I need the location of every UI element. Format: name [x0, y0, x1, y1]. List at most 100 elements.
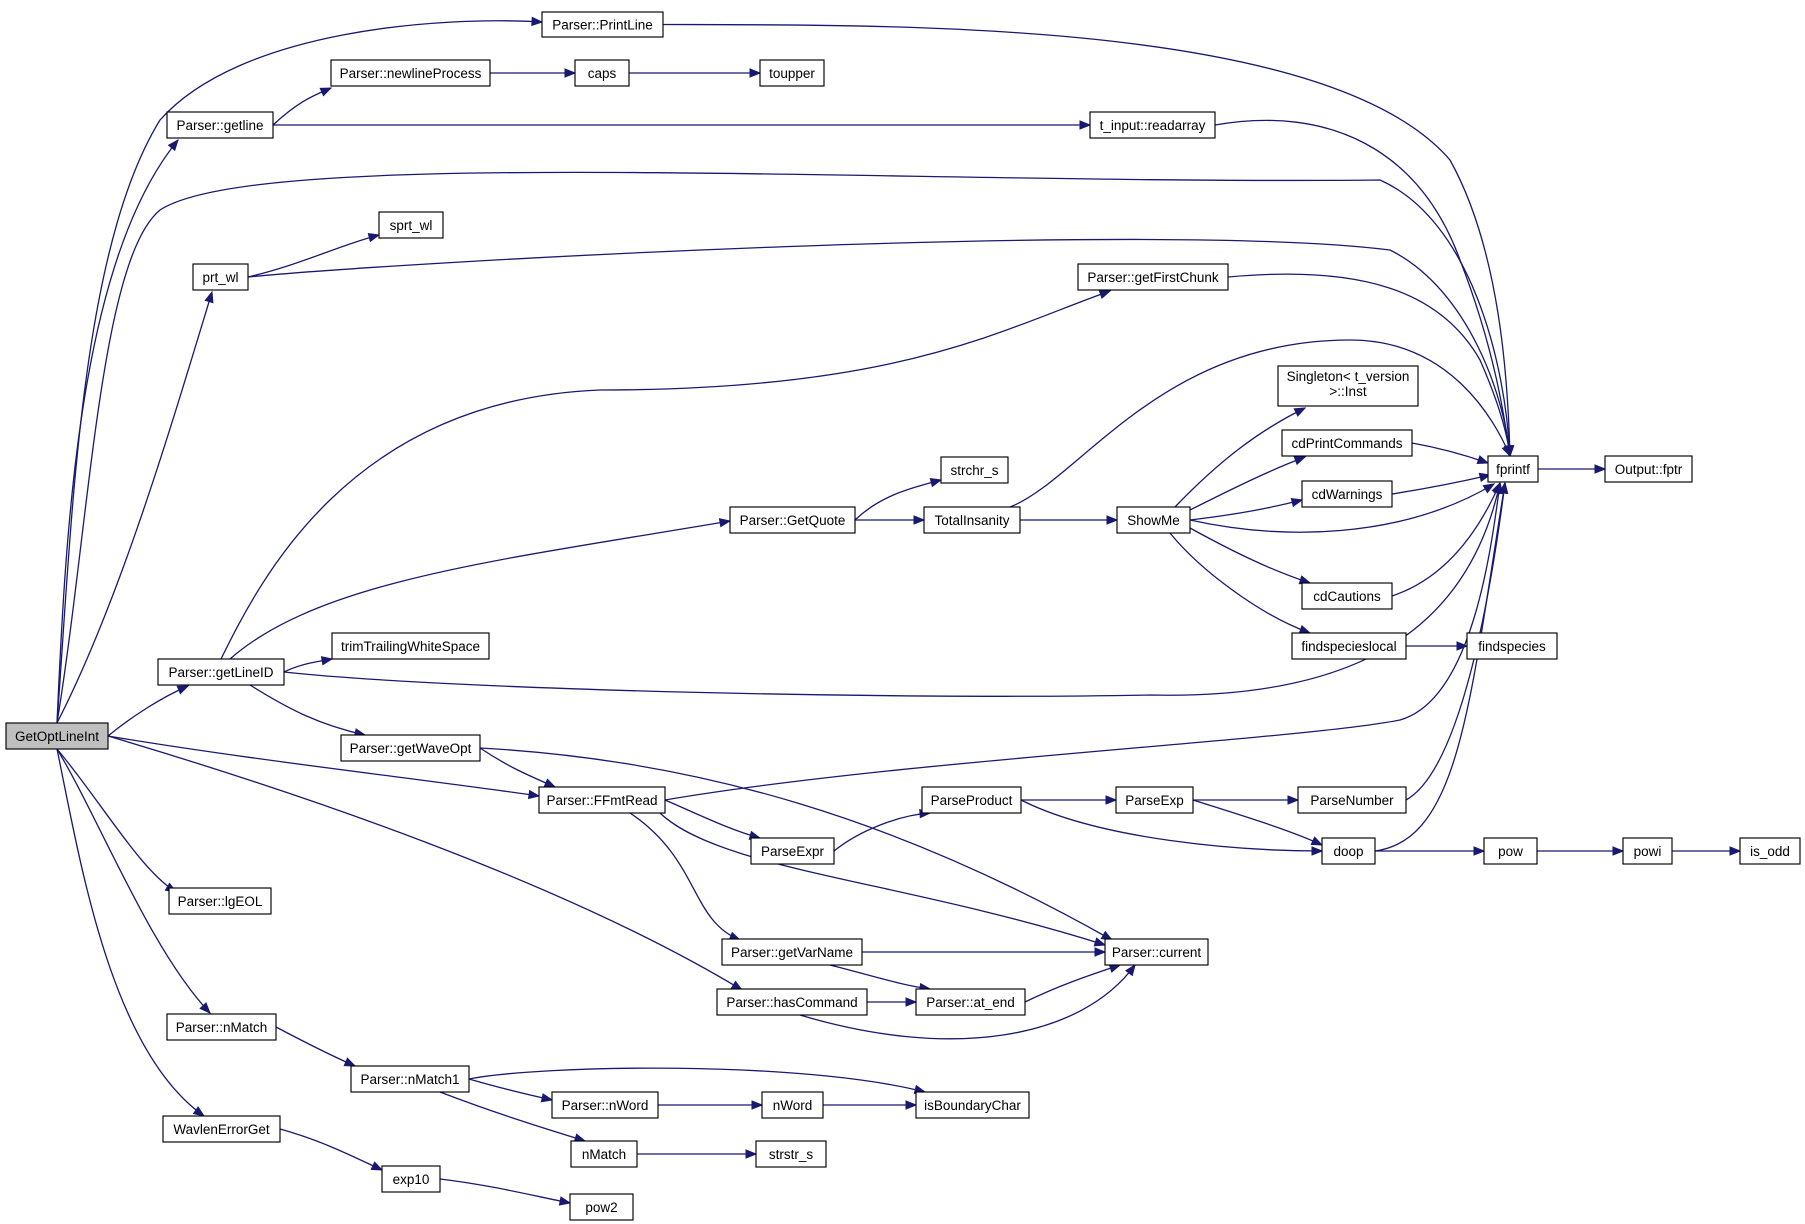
node-label: Parser::GetQuote: [740, 513, 846, 528]
node-trim[interactable]: trimTrailingWhiteSpace: [331, 632, 490, 660]
node-getvarname[interactable]: Parser::getVarName: [721, 938, 863, 966]
node-box: [381, 1165, 441, 1193]
node-box: [168, 887, 272, 915]
node-pnword[interactable]: Parser::nWord: [551, 1091, 659, 1119]
node-nmatch[interactable]: Parser::nMatch: [166, 1013, 277, 1041]
node-box: [716, 988, 868, 1016]
node-current[interactable]: Parser::current: [1104, 938, 1209, 966]
node-box: [1301, 480, 1393, 508]
node-box: [721, 938, 863, 966]
node-isodd[interactable]: is_odd: [1739, 837, 1801, 865]
node-label: >::Inst: [1329, 384, 1366, 399]
node-box: [378, 211, 444, 239]
node-cdcaut[interactable]: cdCautions: [1301, 582, 1393, 610]
node-strstr[interactable]: strstr_s: [755, 1140, 827, 1168]
node-prtwl[interactable]: prt_wl: [192, 263, 249, 291]
edge-parseexp-to-parsenumber: [1193, 795, 1300, 805]
edge-line: [1024, 964, 1121, 1003]
node-atend[interactable]: Parser::at_end: [915, 988, 1026, 1016]
node-box: [538, 786, 666, 814]
edge-ffmtread-to-current: [659, 812, 1107, 947]
node-box: [923, 506, 1021, 534]
node-cdwarn[interactable]: cdWarnings: [1301, 480, 1393, 508]
edge-arrowhead: [531, 16, 544, 27]
edge-line: [56, 20, 543, 724]
node-box: [940, 456, 1009, 484]
edge-arrowhead: [564, 68, 577, 78]
edge-line: [1214, 119, 1511, 457]
node-toupper[interactable]: toupper: [759, 59, 825, 87]
edge-nmatchfn-to-strstr: [637, 1149, 758, 1159]
edge-root-to-prtwl: [56, 290, 214, 724]
node-cdprint[interactable]: cdPrintCommands: [1281, 429, 1413, 457]
edge-arrowhead: [1310, 836, 1324, 846]
node-readarray[interactable]: t_input::readarray: [1089, 111, 1216, 139]
node-pow[interactable]: pow: [1483, 837, 1538, 865]
node-ffmtread[interactable]: Parser::FFmtRead: [538, 786, 666, 814]
node-doop[interactable]: doop: [1321, 837, 1376, 865]
edge-line: [1020, 799, 1323, 852]
edge-newline-to-caps: [490, 68, 577, 78]
node-nword[interactable]: nWord: [761, 1091, 824, 1119]
edge-arrowhead: [1729, 846, 1742, 856]
node-hascommand[interactable]: Parser::hasCommand: [716, 988, 868, 1016]
node-igeol[interactable]: Parser::lgEOL: [168, 887, 272, 915]
node-wavlen[interactable]: WavlenErrorGet: [162, 1115, 281, 1143]
node-printline[interactable]: Parser::PrintLine: [541, 11, 664, 38]
node-totalinsanity[interactable]: TotalInsanity: [923, 506, 1021, 534]
node-getquote[interactable]: Parser::GetQuote: [729, 506, 856, 534]
node-pow2[interactable]: pow2: [569, 1193, 634, 1221]
node-getwaveopt[interactable]: Parser::getWaveOpt: [340, 734, 481, 762]
node-powi[interactable]: powi: [1622, 837, 1673, 865]
node-box: [1077, 263, 1229, 291]
node-findspecies[interactable]: findspecies: [1466, 632, 1558, 660]
node-getfirstchunk[interactable]: Parser::getFirstChunk: [1077, 263, 1229, 291]
edge-ffmtread-to-getvarname: [629, 812, 742, 941]
node-label: TotalInsanity: [934, 513, 1009, 528]
node-exp10[interactable]: exp10: [381, 1165, 441, 1193]
edge-pow-to-powi: [1537, 846, 1625, 856]
edge-arrowhead: [1079, 120, 1092, 130]
node-strchr[interactable]: strchr_s: [940, 456, 1009, 484]
node-box: [915, 1091, 1030, 1119]
node-label: Parser::hasCommand: [726, 995, 857, 1010]
node-sprtwl[interactable]: sprt_wl: [378, 211, 444, 239]
node-singleton[interactable]: Singleton< t_version>::Inst: [1277, 365, 1419, 407]
node-parseproduct[interactable]: ParseProduct: [921, 786, 1022, 814]
edge-arrowhead: [543, 778, 557, 788]
edge-line: [468, 1067, 926, 1093]
edge-getquote-to-strchr: [854, 478, 943, 521]
node-nmatchfn[interactable]: nMatch: [570, 1140, 638, 1168]
node-box: [1466, 632, 1558, 660]
node-findlocal[interactable]: findspecieslocal: [1291, 632, 1407, 660]
edge-root-to-nmatch: [56, 748, 211, 1014]
node-getline[interactable]: Parser::getline: [166, 111, 274, 139]
node-parseexp[interactable]: ParseExp: [1115, 786, 1194, 814]
edge-arrowhead: [1473, 846, 1486, 856]
node-isboundary[interactable]: isBoundaryChar: [915, 1091, 1030, 1119]
node-fptr[interactable]: Output::fptr: [1604, 455, 1693, 483]
edge-showme-to-fprintf: [1189, 483, 1496, 533]
edge-nword-to-isboundary: [822, 1100, 918, 1110]
edge-arrowhead: [749, 68, 762, 78]
node-getlineid[interactable]: Parser::getLineID: [157, 658, 285, 686]
edge-arrowhead: [199, 1002, 211, 1014]
node-box: [1483, 837, 1538, 865]
edge-arrowhead: [320, 656, 334, 666]
node-newline[interactable]: Parser::newlineProcess: [330, 59, 491, 87]
node-parseexpr[interactable]: ParseExpr: [750, 837, 835, 865]
node-showme[interactable]: ShowMe: [1116, 506, 1191, 534]
node-parsenumber[interactable]: ParseNumber: [1297, 786, 1407, 814]
edge-line: [220, 290, 1111, 660]
edge-arrowhead: [1482, 483, 1496, 494]
edge-line: [664, 482, 1501, 801]
edge-arrowhead: [929, 478, 943, 488]
edge-line: [1405, 482, 1506, 801]
node-box: [1739, 837, 1801, 865]
edge-arrowhead: [1105, 795, 1118, 805]
node-root[interactable]: GetOptLineInt: [5, 722, 109, 750]
node-caps[interactable]: caps: [574, 59, 630, 87]
node-nmatch1[interactable]: Parser::nMatch1: [350, 1065, 470, 1093]
node-fprintf[interactable]: fprintf: [1487, 455, 1539, 483]
edge-getline-to-readarray: [273, 120, 1092, 130]
